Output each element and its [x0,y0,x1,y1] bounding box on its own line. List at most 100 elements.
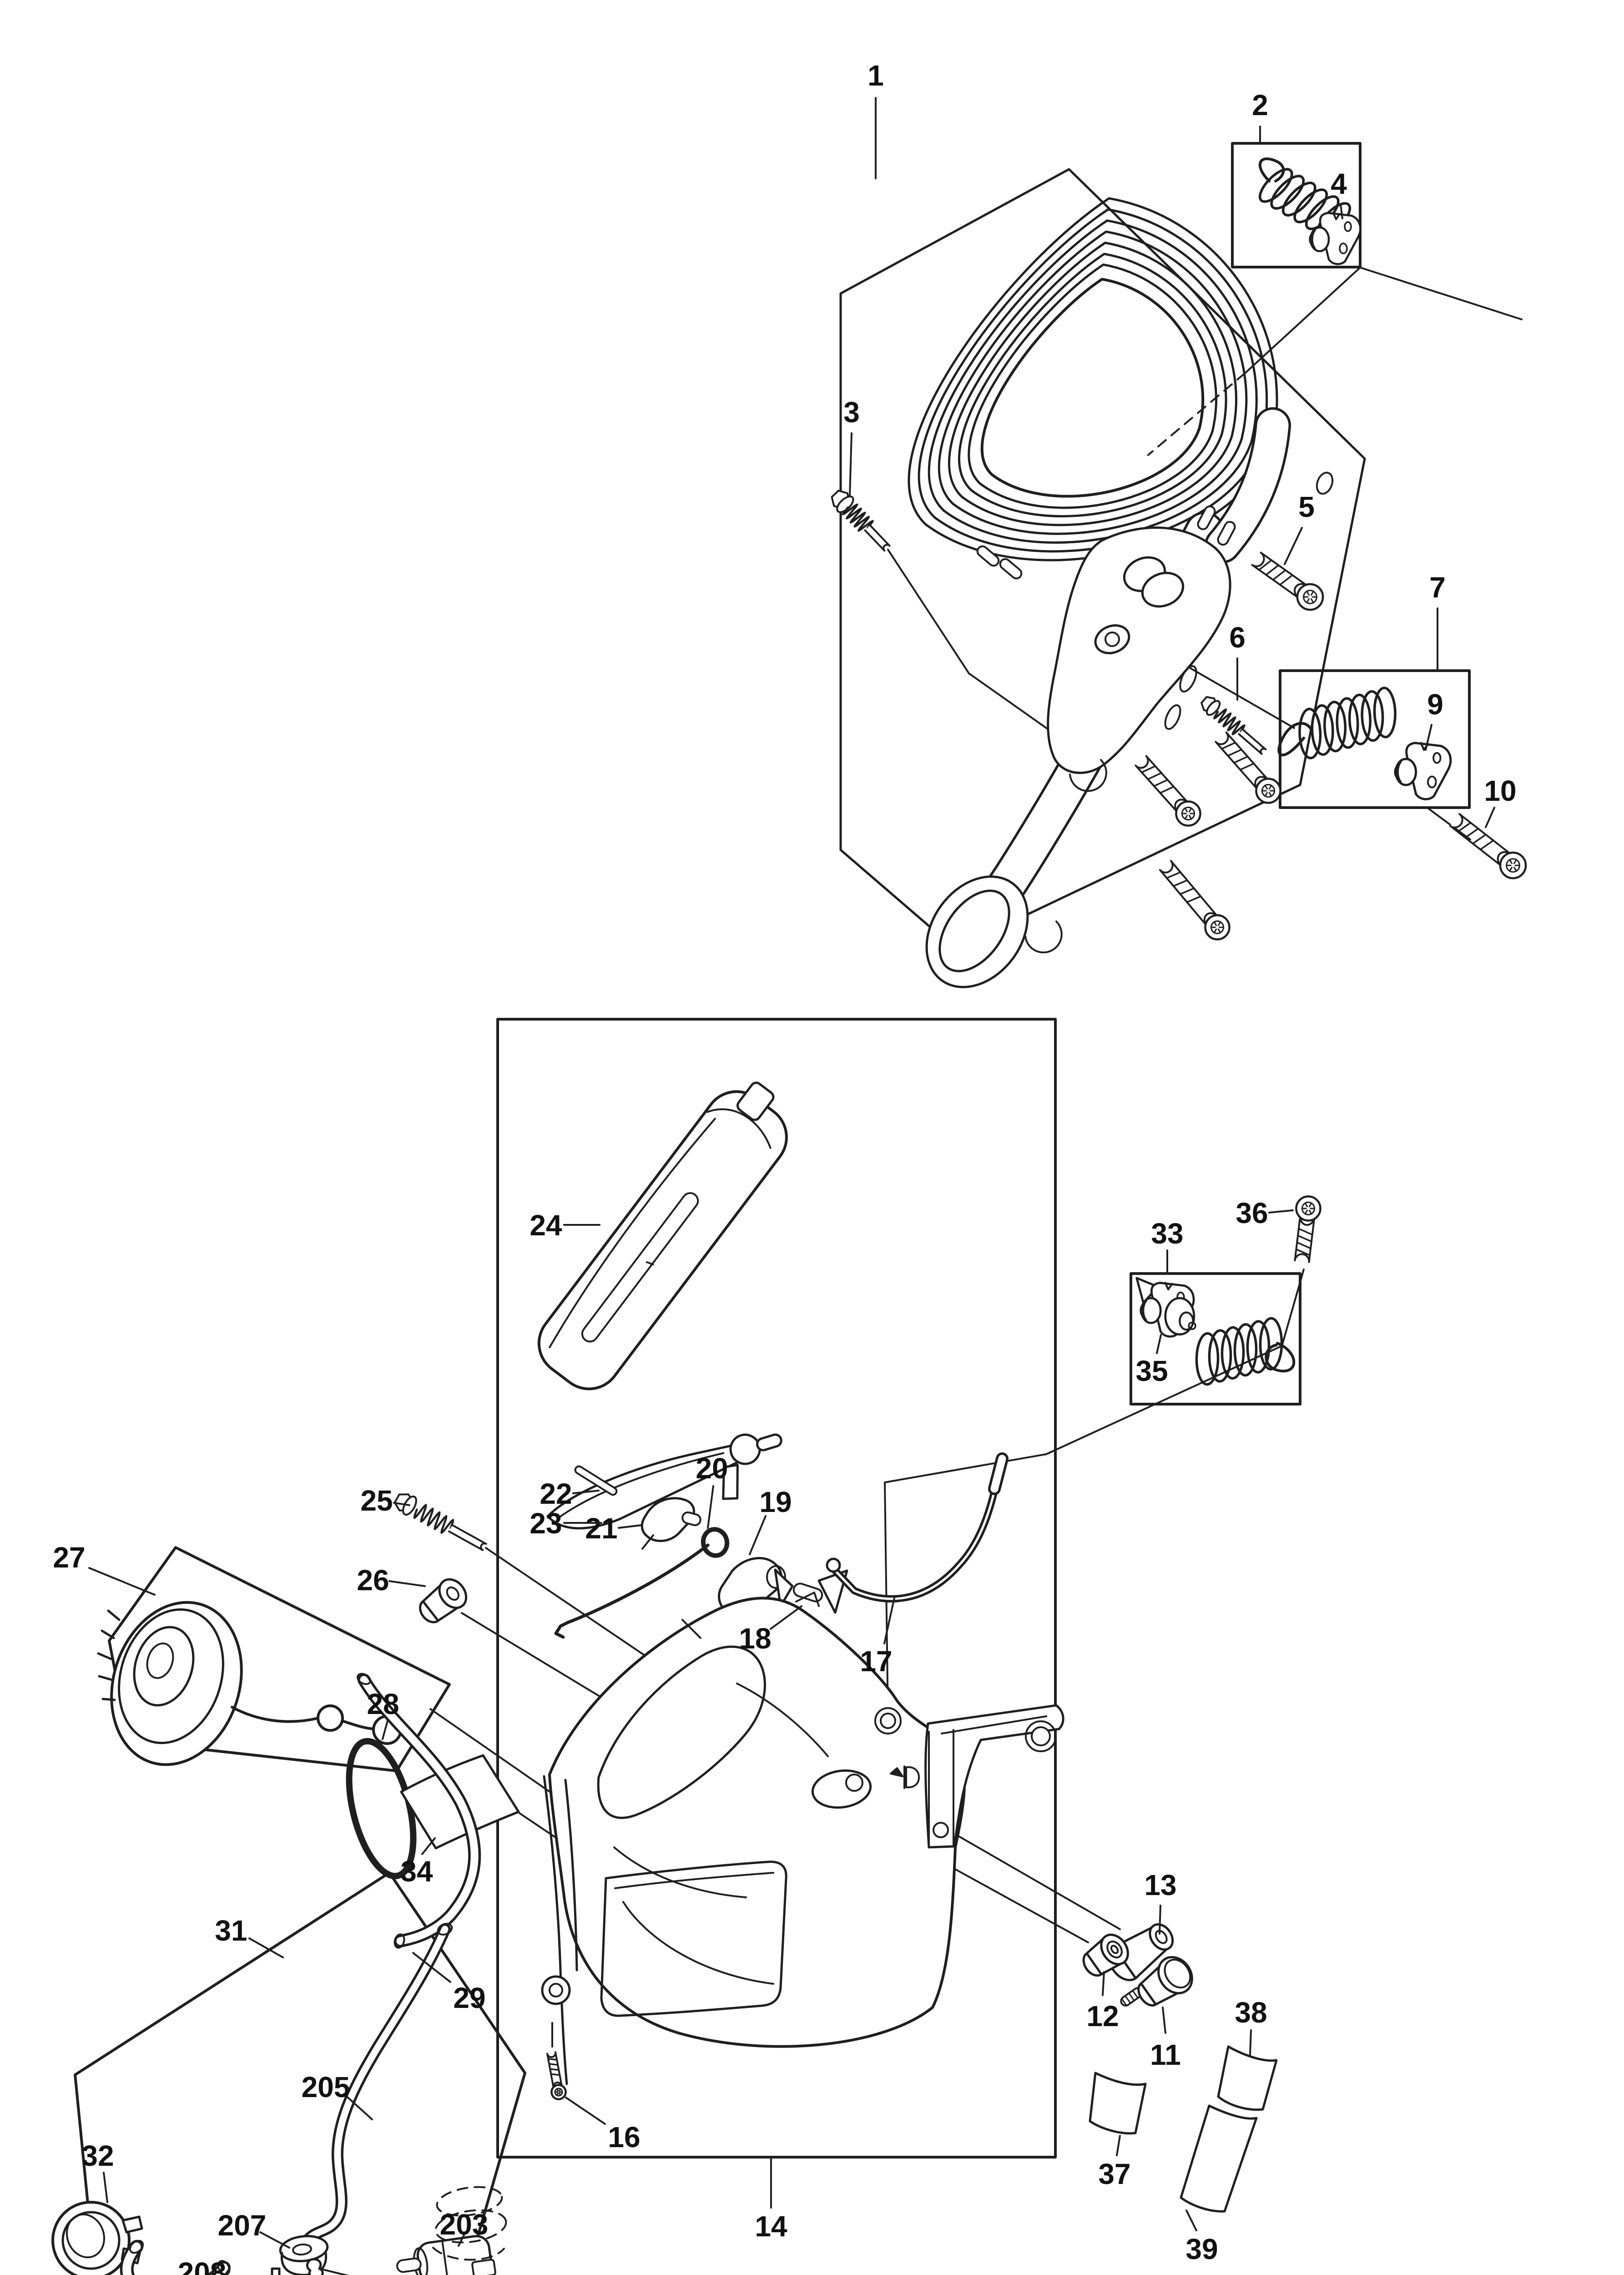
lockout-lever-18 [774,1568,794,1608]
bushing-26 [419,1578,468,1623]
part-number-9: 9 [1427,688,1443,721]
shape [446,1586,460,1601]
bracket-slot [1179,665,1197,693]
fuel-cap-27 [146,1642,174,1679]
part-number-4: 4 [1331,167,1347,200]
shape [1100,1933,1129,1966]
part-number-31: 31 [215,1914,247,1947]
callout-37: 37 [1098,2135,1131,2190]
tank-boss-hole [880,1713,896,1729]
tank-arm-web [941,1715,1047,1734]
callout-4: 4 [1331,167,1347,219]
clip-204 [306,2258,324,2275]
callout-5: 5 [1284,490,1315,565]
screw-5 [1251,551,1324,611]
primer-bulb-32 [61,2211,121,2270]
callout-23: 23 [530,1507,602,1540]
bracket-slot [1164,704,1181,730]
part-number-204: 204 [357,2269,406,2275]
part-number-27: 27 [53,1541,85,1574]
callout-12: 12 [1086,1971,1119,2032]
part-number-23: 23 [530,1507,562,1540]
tank-window [600,1860,787,2017]
callout-14: 14 [755,2158,787,2243]
cap-strap-ring [317,1704,344,1732]
tank-channel-hole [933,1822,949,1838]
part-number-35: 35 [1135,1355,1168,1387]
part-number-2: 2 [1252,89,1268,121]
ghost-gasket [432,2247,505,2261]
tank-accent [681,1592,820,1639]
hose-206 [122,2242,228,2275]
part-number-39: 39 [1185,2233,1218,2265]
rib-end [976,545,1000,567]
callout-32: 32 [81,2139,114,2203]
part-number-33: 33 [1151,1217,1183,1250]
callout-7: 7 [1429,571,1446,671]
bracket-boss-hole [1105,632,1120,647]
hose-205 [304,1926,449,2244]
callout-9: 9 [1425,688,1443,751]
screw-36 [1294,1195,1321,1263]
o-ring-20 [701,1527,730,1558]
callout-39: 39 [1185,2209,1218,2265]
handle-foot-inner [938,890,1010,972]
sticker-38 [1217,2045,1278,2111]
rod-17-sleeve [990,1455,1006,1493]
shape [706,1108,772,1149]
lockout-lever-18 [817,1569,848,1614]
lockout-lever-18 [792,1582,823,1603]
part-number-37: 37 [1098,2158,1130,2190]
callout-20: 20 [696,1452,728,1529]
part-number-10: 10 [1484,774,1516,807]
shape [756,1433,782,1451]
link-kit2-right [1359,267,1523,320]
screw-handle-c [1159,859,1231,940]
choke-wire [554,1543,710,1639]
callout-208: 208 [178,2256,227,2275]
callout-25: 25 [360,1484,410,1517]
handle-bracket [1047,526,1231,774]
fuel-cap-27 [133,1626,195,1707]
callout-18: 18 [739,1605,802,1655]
kit-box-31 [74,1871,526,2275]
rod-17-ball [826,1557,841,1573]
part-number-205: 205 [302,2071,350,2103]
screw-handle-a [1215,731,1281,804]
tank-arm-hole [1025,1720,1057,1752]
screw-handle-b [1135,755,1201,827]
shape [1149,1923,1174,1951]
cap-ribs [97,1609,121,1701]
sticker-39 [1180,2104,1258,2213]
sheet-hole [1316,471,1334,495]
callout-6: 6 [1229,621,1246,701]
callout-207: 207 [218,2209,290,2249]
valve-11 [1120,1956,1193,2007]
link-screw3-bracket [887,549,1078,751]
shape [1155,1930,1168,1944]
callout-16: 16 [565,2097,641,2154]
shape [438,1578,468,1609]
link-kit7-screw10 [1427,808,1471,840]
part-number-22: 22 [540,1477,572,1510]
screw-16 [546,2051,567,2100]
callout-28: 28 [367,1688,399,1740]
spring7-hook [1277,722,1313,757]
kit-box-7 [1279,669,1471,809]
hose-29-end [356,1673,372,1685]
grommet-207 [279,2235,329,2262]
part-number-17: 17 [860,1645,892,1678]
sticker-37 [1089,2072,1147,2135]
bracket-boss [1141,571,1185,608]
callout-26: 26 [357,1564,426,1597]
link-kit2-handle [1244,267,1361,374]
shape [1106,1941,1123,1959]
callout-38: 38 [1235,1996,1267,2056]
hose-206-end [129,2240,144,2254]
tiedown-icon [890,1767,903,1777]
top-cover-24 [537,1082,788,1390]
spring-33 [1195,1317,1283,1386]
tank-arm-hole [1031,1726,1051,1746]
handle-screw-curl [1069,759,1107,792]
